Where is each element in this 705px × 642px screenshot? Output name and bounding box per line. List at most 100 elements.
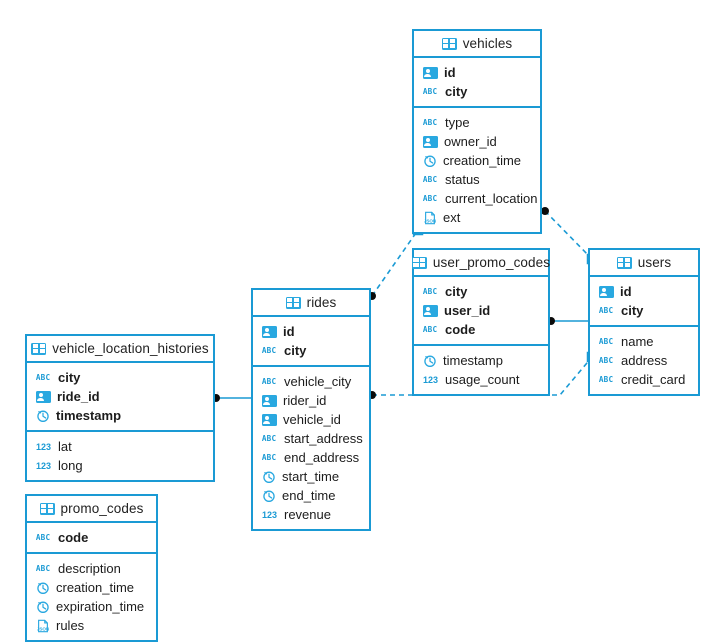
field-row[interactable]: expiration_time [27, 597, 156, 616]
number-type-icon: 123 [262, 509, 278, 520]
number-type-icon: 123 [36, 441, 52, 452]
field-row[interactable]: ABC status [414, 170, 540, 189]
field-row[interactable]: ABC code [27, 528, 156, 547]
field-row[interactable]: start_time [253, 467, 369, 486]
number-type-icon: 123 [423, 374, 439, 385]
field-label: status [445, 171, 480, 187]
table-title: users [637, 255, 672, 270]
string-type-icon: ABC [35, 532, 51, 542]
field-row[interactable]: timestamp [414, 351, 548, 370]
json-type-icon: JSON [423, 211, 437, 225]
string-type-icon: ABC [598, 355, 614, 365]
table-header[interactable]: user_promo_codes [411, 250, 550, 277]
string-type-icon: ABC [598, 336, 614, 346]
uuid-key-icon [599, 285, 614, 298]
field-row[interactable]: ABC name [590, 332, 698, 351]
field-row[interactable]: creation_time [27, 578, 156, 597]
field-label: city [284, 342, 307, 358]
table-title: rides [306, 295, 337, 310]
svg-text:JSON: JSON [424, 218, 436, 223]
field-row[interactable]: ABC vehicle_city [253, 372, 369, 391]
string-type-icon: ABC [422, 324, 438, 334]
string-type-icon: ABC [422, 286, 438, 296]
field-row[interactable]: vehicle_id [253, 410, 369, 429]
timestamp-type-icon [36, 600, 50, 614]
field-row[interactable]: creation_time [414, 151, 540, 170]
table-grid-icon [31, 342, 47, 355]
table-header[interactable]: users [590, 250, 698, 277]
field-row[interactable]: 123 revenue [253, 505, 369, 524]
string-type-icon: ABC [598, 305, 614, 315]
string-type-icon: ABC [598, 374, 614, 384]
table-header[interactable]: vehicle_location_histories [27, 336, 213, 363]
field-label: city [445, 83, 468, 99]
field-row[interactable]: user_id [414, 301, 548, 320]
field-label: name [621, 333, 654, 349]
timestamp-type-icon [36, 581, 50, 595]
field-label: ride_id [57, 388, 100, 404]
field-label: city [621, 302, 644, 318]
uuid-key-icon [423, 135, 438, 148]
table-header[interactable]: rides [253, 290, 369, 317]
field-label: long [58, 457, 83, 473]
field-row[interactable]: timestamp [27, 406, 213, 425]
table-header[interactable]: promo_codes [27, 496, 156, 523]
field-label: revenue [284, 506, 331, 522]
field-label: end_address [284, 449, 360, 465]
field-label: timestamp [443, 352, 503, 368]
uuid-key-icon [423, 66, 438, 79]
field-label: id [444, 64, 456, 80]
field-row[interactable]: ABC credit_card [590, 370, 698, 389]
field-label: ext [443, 209, 461, 225]
field-row[interactable]: owner_id [414, 132, 540, 151]
string-type-icon: ABC [422, 193, 438, 203]
field-label: owner_id [444, 133, 497, 149]
field-row[interactable]: ABC city [590, 301, 698, 320]
table-grid-icon [616, 256, 632, 269]
string-type-icon: ABC [35, 372, 51, 382]
field-row[interactable]: ride_id [27, 387, 213, 406]
field-row[interactable]: JSON ext [414, 208, 540, 227]
field-label: creation_time [56, 579, 135, 595]
field-label: vehicle_city [284, 373, 352, 389]
json-type-icon: JSON [36, 619, 50, 633]
field-row[interactable]: id [414, 63, 540, 82]
field-row[interactable]: id [253, 322, 369, 341]
string-type-icon: ABC [422, 174, 438, 184]
table-header[interactable]: vehicles [414, 31, 540, 58]
field-row[interactable]: rider_id [253, 391, 369, 410]
field-label: code [58, 529, 89, 545]
field-label: rider_id [283, 392, 327, 408]
field-row[interactable]: id [590, 282, 698, 301]
field-row[interactable]: end_time [253, 486, 369, 505]
field-label: credit_card [621, 371, 686, 387]
string-type-icon: ABC [261, 376, 277, 386]
field-label: vehicle_id [283, 411, 341, 427]
